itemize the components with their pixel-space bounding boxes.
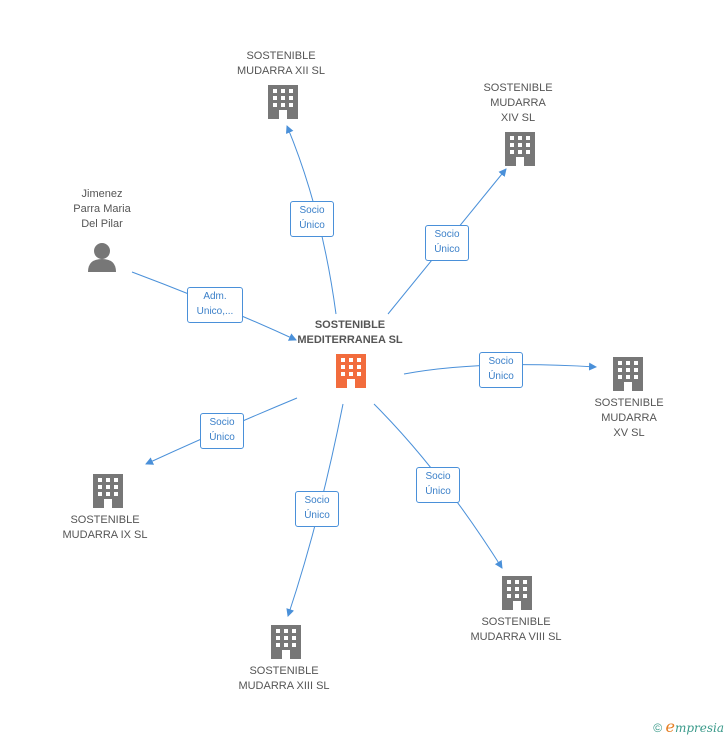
brand-initial: e: [665, 717, 675, 736]
building-icon-xiv: [505, 132, 535, 166]
brand-name: mpresia: [674, 721, 724, 735]
building-icon-xiii: [271, 625, 301, 659]
copyright-symbol: ©: [653, 721, 663, 735]
edge-label-socio-ix[interactable]: Socio Único: [200, 413, 244, 449]
center-node-label[interactable]: SOSTENIBLE MEDITERRANEA SL: [297, 319, 403, 346]
person-node-label[interactable]: Jimenez Parra Maria Del Pilar: [73, 188, 131, 230]
edge-label-socio-viii[interactable]: Socio Único: [416, 467, 460, 503]
edge-label-socio-xiv[interactable]: Socio Único: [425, 225, 469, 261]
person-icon: [88, 243, 116, 272]
building-icon-ix: [93, 474, 123, 508]
building-icon-viii: [502, 576, 532, 610]
edge-label-adm[interactable]: Adm. Unico,...: [187, 287, 243, 323]
company-label-xv[interactable]: SOSTENIBLE MUDARRA XV SL: [594, 397, 664, 439]
center-building-icon: [336, 354, 366, 388]
edge-label-socio-xiii[interactable]: Socio Único: [295, 491, 339, 527]
edge-label-socio-xii[interactable]: Socio Único: [290, 201, 334, 237]
company-label-xii[interactable]: SOSTENIBLE MUDARRA XII SL: [236, 50, 326, 77]
company-label-ix[interactable]: SOSTENIBLE MUDARRA IX SL: [62, 514, 148, 541]
edge-label-socio-xv[interactable]: Socio Único: [479, 352, 523, 388]
company-label-xiv[interactable]: SOSTENIBLE MUDARRA XIV SL: [483, 82, 553, 124]
building-icon-xv: [613, 357, 643, 391]
building-icon-xii: [268, 85, 298, 119]
empresia-credit: © empresia: [653, 717, 724, 736]
company-label-viii[interactable]: SOSTENIBLE MUDARRA VIII SL: [470, 616, 562, 643]
company-label-xiii[interactable]: SOSTENIBLE MUDARRA XIII SL: [238, 665, 330, 692]
